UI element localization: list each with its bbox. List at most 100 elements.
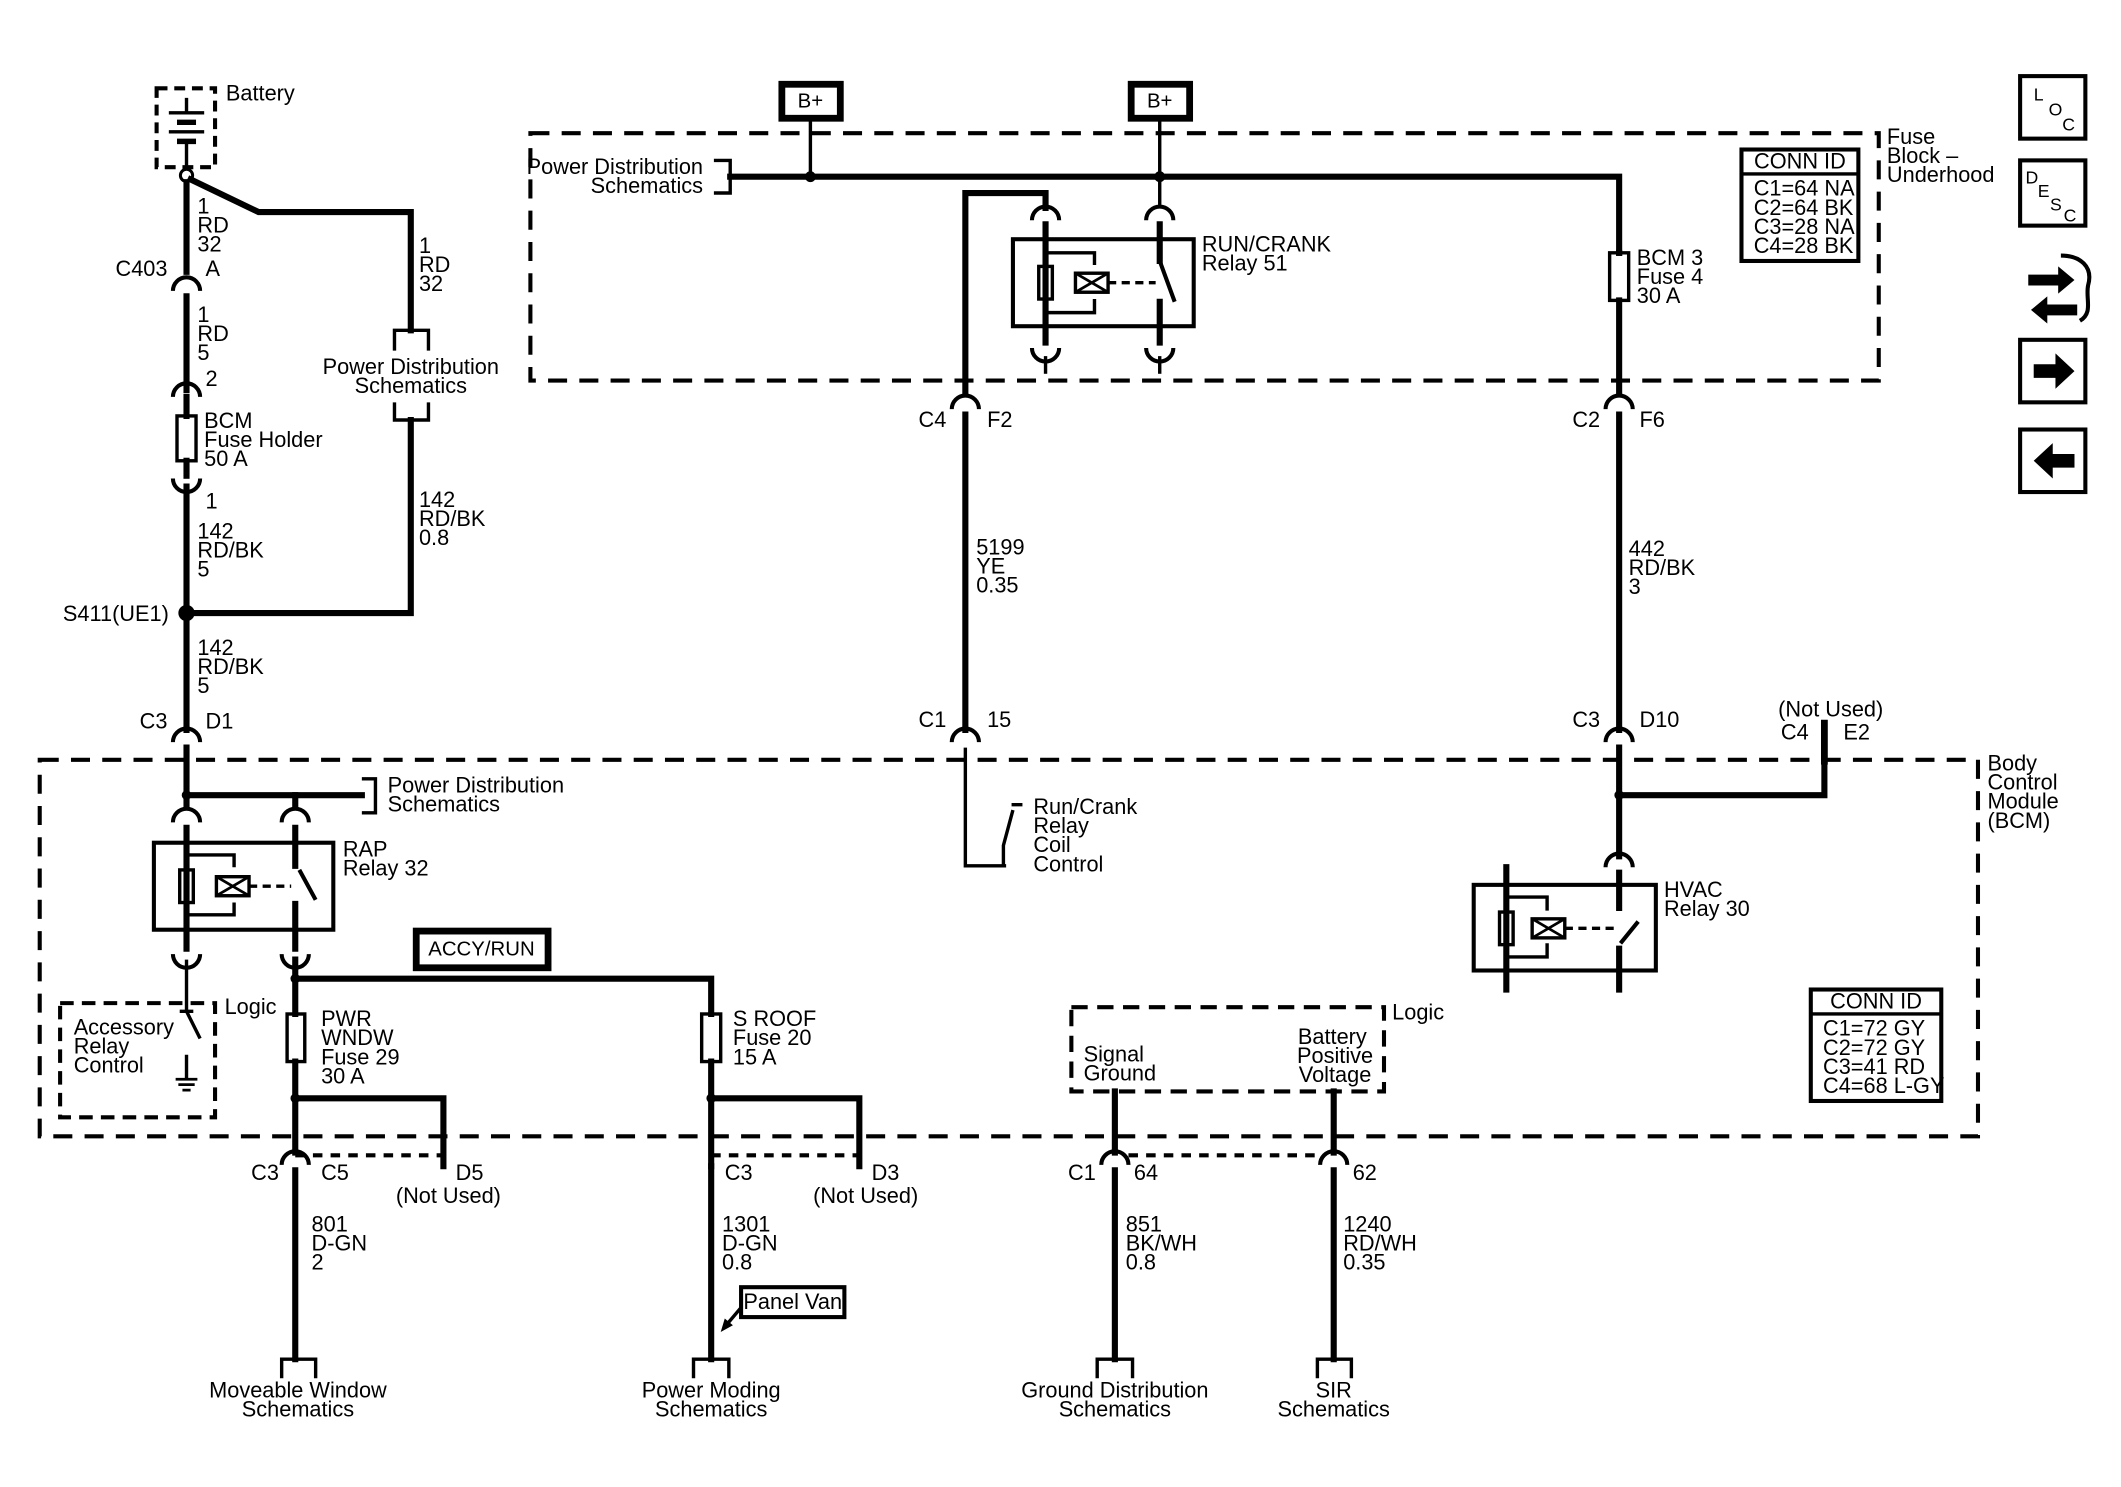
wire-left-4-gauge: 5 — [197, 673, 209, 698]
branch-pd-line2: Schematics — [355, 373, 467, 398]
bcm3-fuse-label-2: Fuse 4 — [1637, 264, 1703, 289]
desc-icon: D E S C — [2026, 167, 2077, 225]
wire-branch-1-gauge: 32 — [419, 271, 443, 296]
wire-left-3-color: RD/BK — [197, 537, 264, 562]
conn-c3-left: C3 — [140, 709, 168, 734]
svg-text:C: C — [2064, 206, 2077, 226]
conn-c1-logic: C1 — [1068, 1160, 1096, 1185]
conn-d3: D3 — [872, 1160, 900, 1185]
branch-pd-line1: Power Distribution — [323, 354, 499, 379]
conn-d10: D10 — [1640, 707, 1680, 732]
previous-button[interactable] — [2018, 427, 2088, 495]
conn-id-bcm-row-1: C1=72 GY — [1823, 1016, 1926, 1041]
pwr-wndw-label-2: WNDW — [321, 1025, 394, 1050]
conn-64: 64 — [1134, 1160, 1158, 1185]
wire-left-4-num: 142 — [197, 635, 233, 660]
pwr-wndw-label-3: Fuse 29 — [321, 1044, 400, 1069]
wire-1240-color: RD/WH — [1343, 1230, 1417, 1255]
s-roof-label-1: S ROOF — [733, 1006, 816, 1031]
conn-f6: F6 — [1640, 407, 1665, 432]
run-crank-switch-4: Control — [1033, 851, 1103, 876]
wire-branch-1-color: RD — [419, 252, 450, 277]
wire-branch-1-num: 1 — [419, 233, 431, 258]
conn-15: 15 — [987, 707, 1011, 732]
wire-5199-color: YE — [976, 554, 1005, 579]
dest-moveable-window-1: Moveable Window — [209, 1377, 387, 1402]
wire-5199-num: 5199 — [976, 535, 1024, 560]
svg-text:S: S — [2050, 195, 2062, 215]
wire-left-2-color: RD — [197, 321, 228, 346]
desc-button[interactable]: D E S C — [2018, 158, 2088, 228]
fuse-block-label-3: Underhood — [1887, 162, 1995, 187]
hvac-relay-label-1: HVAC — [1664, 877, 1723, 902]
wire-left-2-gauge: 5 — [197, 340, 209, 365]
bcm-box — [37, 757, 1981, 1139]
svg-text:O: O — [2049, 100, 2063, 120]
wire-left-2-num: 1 — [197, 302, 209, 327]
wire-left-3-gauge: 5 — [197, 556, 209, 581]
rap-relay-label-1: RAP — [343, 836, 388, 861]
next-button[interactable] — [2018, 337, 2088, 405]
wire-442-num: 442 — [1629, 536, 1665, 561]
svg-text:D: D — [2026, 167, 2039, 187]
rap-relay-box — [151, 840, 336, 932]
hvac-relay-label-2: Relay 30 — [1664, 896, 1750, 921]
dest-power-moding-1: Power Moding — [642, 1377, 781, 1402]
conn-d1: D1 — [206, 709, 234, 734]
dest-sir-1: SIR — [1316, 1377, 1352, 1402]
bcm3-fuse-label-1: BCM 3 — [1637, 245, 1703, 270]
fuse-block-underhood-box — [528, 131, 1881, 383]
accessory-logic-box — [58, 1001, 218, 1120]
wire-branch-2-color: RD/BK — [419, 506, 486, 531]
conn-c3-pwr: C3 — [251, 1160, 279, 1185]
fuse-holder-pin-1: 1 — [206, 488, 218, 513]
s-roof-label-2: Fuse 20 — [733, 1025, 812, 1050]
dest-sir-2: Schematics — [1278, 1396, 1390, 1421]
logic2-title: Logic — [1392, 999, 1444, 1024]
arrow-right-icon — [2033, 353, 2075, 389]
wire-left-1-num: 1 — [197, 193, 209, 218]
conn-c403-label: C403 — [116, 256, 168, 281]
connector-swap-button[interactable] — [2028, 253, 2092, 324]
conn-c5: C5 — [321, 1160, 349, 1185]
run-crank-switch-3: Coil — [1033, 832, 1070, 857]
pwr-wndw-label-1: PWR — [321, 1006, 372, 1031]
loc-icon: L O C — [2034, 85, 2076, 135]
signal-ground-2: Ground — [1084, 1061, 1157, 1086]
run-crank-relay-box — [1010, 237, 1196, 329]
pwr-wndw-fuse — [285, 1012, 307, 1064]
bcm3-fuse-label-3: 30 A — [1637, 283, 1681, 308]
wire-branch-2-gauge: 0.8 — [419, 525, 449, 550]
rap-logic-label: Logic — [225, 994, 277, 1019]
conn-id-bcm-row-4: C4=68 L-GY — [1823, 1073, 1945, 1098]
conn-c4-top: C4 — [919, 407, 947, 432]
conn-e2: E2 — [1843, 719, 1870, 744]
wire-1240-num: 1240 — [1343, 1211, 1391, 1236]
wire-1301-color: D-GN — [722, 1230, 778, 1255]
wire-851-num: 851 — [1126, 1211, 1162, 1236]
panel-van-label: Panel Van — [743, 1289, 842, 1314]
conn-c2-top: C2 — [1572, 407, 1600, 432]
wire-1301-num: 1301 — [722, 1211, 770, 1236]
bcm-fuse-label-2: Fuse Holder — [204, 427, 322, 452]
battery-label: Battery — [226, 81, 295, 106]
wire-801-gauge: 2 — [312, 1250, 324, 1275]
pwr-wndw-label-4: 30 A — [321, 1063, 365, 1088]
accy-run-label: ACCY/RUN — [428, 939, 534, 961]
run-crank-relay-label-1: RUN/CRANK — [1202, 231, 1332, 256]
pd-top-line1: Power Distribution — [527, 154, 703, 179]
run-crank-relay-label-2: Relay 51 — [1202, 250, 1288, 275]
conn-f2: F2 — [987, 407, 1012, 432]
wire-left-4-color: RD/BK — [197, 654, 264, 679]
bcm-fuse-label-1: BCM — [204, 408, 252, 433]
bcm-label-3: Module — [1987, 789, 2058, 814]
conn-c4-e2: C4 — [1781, 719, 1809, 744]
acc-label-2: Relay — [74, 1033, 130, 1058]
loc-button[interactable]: L O C — [2018, 74, 2088, 141]
wire-1240-gauge: 0.35 — [1343, 1250, 1385, 1275]
pd-top-line2: Schematics — [591, 173, 703, 198]
b-plus-2-label: B+ — [1147, 90, 1173, 112]
conn-id-top-row-1: C1=64 NA — [1754, 176, 1855, 201]
fuse-block-label-1: Fuse — [1887, 124, 1935, 149]
